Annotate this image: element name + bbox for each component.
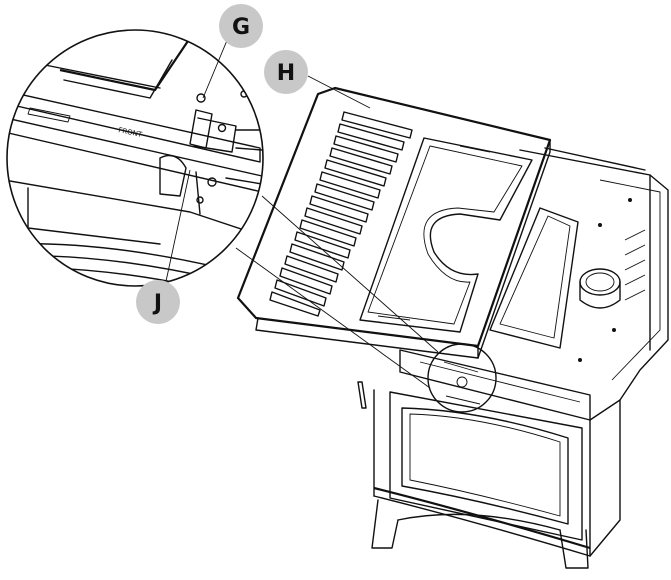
callout-j-bubble <box>136 280 180 324</box>
stove-side-panel <box>589 399 621 557</box>
stove-door-glass <box>401 407 569 525</box>
detail-marker <box>235 195 497 413</box>
chassis-right-side <box>519 149 669 401</box>
chassis-front-rail <box>399 349 591 421</box>
detail-marker-circle <box>427 343 497 413</box>
magnified-detail: FRONT <box>6 29 371 287</box>
magnifier-circle <box>6 29 264 287</box>
stove-base-band <box>373 486 591 550</box>
stove-door-handle <box>357 381 367 409</box>
callout-j-label: J <box>152 291 162 316</box>
callout-g-label: G <box>232 15 250 40</box>
top-plate-edge <box>255 317 479 359</box>
top-plate <box>236 86 552 359</box>
detail-leader-top <box>261 195 439 353</box>
stove-body <box>357 381 621 569</box>
stove-chassis <box>399 147 669 421</box>
callout-g: G <box>219 4 263 48</box>
callout-h-leader <box>307 75 371 109</box>
screw-j <box>207 177 217 187</box>
screw-g <box>196 93 206 103</box>
top-plate-outline <box>236 86 552 348</box>
callout-g-leader <box>202 37 229 99</box>
top-plate-vent-slots <box>269 111 413 317</box>
chassis-top-opening <box>489 207 579 349</box>
callout-h-bubble <box>264 50 308 94</box>
chassis-side-vents <box>624 229 646 301</box>
stove-leg-right <box>559 529 589 569</box>
callout-h-label: H <box>277 61 295 86</box>
callout-j-leader <box>164 169 191 287</box>
stove-door-frame <box>389 391 583 541</box>
detail-leader-bottom <box>235 247 431 389</box>
callout-j: J <box>136 280 180 324</box>
callout-g-bubble <box>219 4 263 48</box>
stove-leg-left <box>371 499 399 549</box>
door-top-panel <box>27 187 161 245</box>
callout-h: H <box>264 50 308 94</box>
cooking-plate-recess <box>359 137 533 333</box>
support-post <box>159 154 187 197</box>
